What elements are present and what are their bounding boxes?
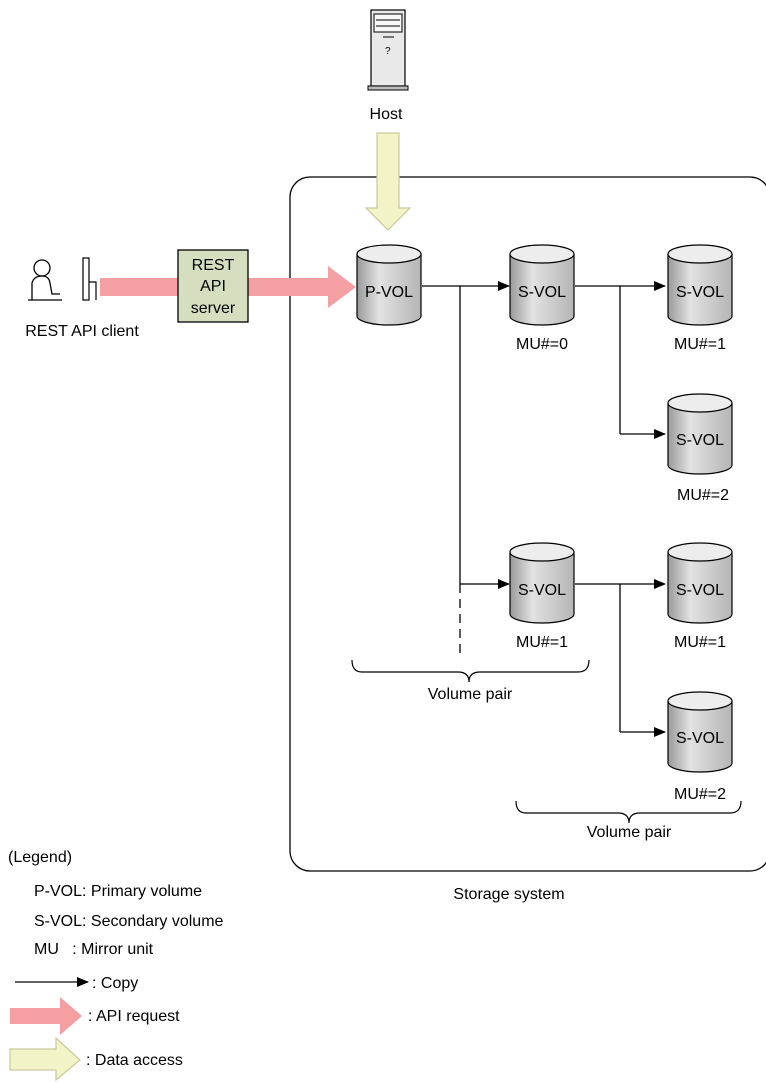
svol-cylinder: [509, 244, 575, 326]
host-server-icon: ?: [367, 9, 409, 91]
pvol-label: P-VOL: [365, 284, 413, 301]
legend-svol: S-VOL: Secondary volume: [34, 913, 224, 930]
legend-title: (Legend): [8, 849, 72, 866]
host-label: Host: [370, 106, 403, 123]
legend-api: : API request: [88, 1008, 180, 1025]
api-server-line3: server: [191, 300, 236, 317]
rest-api-server-box: [177, 249, 249, 323]
mu-label: MU#=1: [674, 634, 726, 651]
mu-label: MU#=2: [674, 786, 726, 803]
svg-text:?: ?: [385, 46, 391, 57]
legend-data-arrow: [9, 1036, 81, 1082]
user-computer-icon: [28, 257, 97, 301]
client-label: REST API client: [25, 323, 139, 340]
storage-system-label: Storage system: [453, 886, 564, 903]
mu-label: MU#=2: [677, 487, 729, 504]
legend-mu: MU : Mirror unit: [34, 941, 154, 958]
legend-copy: : Copy: [92, 975, 138, 992]
volume-pair-brace: [515, 800, 742, 824]
svol-label: S-VOL: [676, 582, 724, 599]
volume-pair-label: Volume pair: [428, 686, 513, 703]
svol-cylinder: [667, 542, 733, 624]
data-access-arrow: [364, 132, 412, 231]
api-server-line1: REST: [192, 257, 235, 274]
legend-pvol: P-VOL: Primary volume: [34, 883, 202, 900]
svol-cylinder: [509, 542, 575, 624]
mu-label: MU#=1: [516, 634, 568, 651]
legend-api-arrow: [10, 997, 82, 1035]
svol-label: S-VOL: [676, 284, 724, 301]
api-server-line2: API: [200, 278, 226, 295]
volume-pair-brace: [351, 659, 590, 683]
svol-label: S-VOL: [676, 432, 724, 449]
mu-label: MU#=0: [516, 336, 568, 353]
storage-system-frame: [289, 176, 766, 872]
volume-pair-label: Volume pair: [587, 824, 672, 841]
svol-cylinder: [667, 393, 733, 475]
svol-cylinder: [667, 691, 733, 773]
api-request-arrow: [100, 266, 356, 308]
legend-data: : Data access: [86, 1052, 183, 1069]
svol-label: S-VOL: [676, 730, 724, 747]
svol-cylinder: [667, 244, 733, 326]
svol-label: S-VOL: [518, 284, 566, 301]
mu-label: MU#=1: [674, 336, 726, 353]
svol-label: S-VOL: [518, 582, 566, 599]
copy-connectors: [422, 281, 666, 737]
pvol-cylinder: [356, 244, 422, 326]
